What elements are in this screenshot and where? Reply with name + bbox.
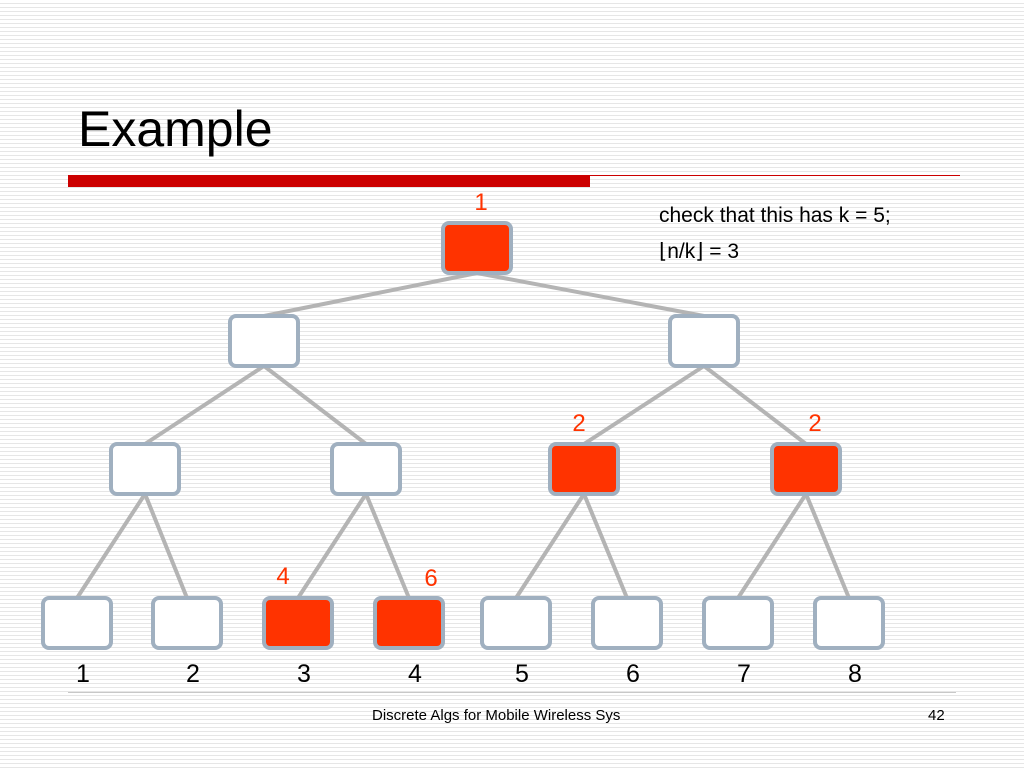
tree-node-l1-a [228, 314, 300, 368]
node-count-label-leaf-3: 4 [276, 563, 289, 590]
tree-edges [75, 271, 851, 600]
tree-node-leaf-3 [262, 596, 334, 650]
tree-labels: 1 2 2 1 2 4 3 6 4 5 6 7 8 [76, 189, 862, 688]
slide-title: Example [78, 101, 273, 157]
tree-edge-root-l1-b [476, 271, 705, 318]
tree-edge-l1-b-l2-c [582, 364, 706, 446]
tree-node-leaf-2 [151, 596, 223, 650]
node-count-label-l2-c: 2 [572, 410, 585, 437]
title-underline-thin [590, 175, 960, 176]
tree-node-l2-c [548, 442, 620, 496]
leaf-number-7: 7 [737, 660, 751, 688]
node-count-label-leaf-4: 6 [424, 565, 437, 592]
tree-edge-l1-a-l2-b [262, 364, 368, 446]
node-count-label-l2-d: 2 [808, 410, 821, 437]
leaf-number-4: 4 [408, 660, 422, 688]
title-underline-thick [68, 175, 590, 187]
note-line-1: check that this has k = 5; [659, 204, 891, 227]
tree-node-leaf-7 [702, 596, 774, 650]
tree-edge-l2-a-leaf-2 [143, 493, 189, 599]
tree-edge-l2-d-leaf-8 [804, 493, 851, 599]
binary-tree-diagram: 1 2 2 1 2 4 3 6 4 5 6 7 8 [41, 189, 885, 688]
floor-left-symbol: ⌊ [659, 240, 668, 263]
note-line-2: ⌊n/k⌋ = 3 [659, 241, 739, 262]
tree-edge-root-l1-a [263, 271, 478, 318]
floor-expression: n/k [667, 240, 696, 263]
tree-nodes [41, 221, 885, 650]
tree-node-leaf-5 [480, 596, 552, 650]
leaf-number-1: 1 [76, 660, 90, 688]
tree-edge-l1-a-l2-a [143, 364, 266, 446]
tree-node-root [441, 221, 513, 275]
tree-node-leaf-4 [373, 596, 445, 650]
page-number: 42 [928, 707, 945, 724]
footer-rule [68, 692, 956, 693]
tree-node-leaf-1 [41, 596, 113, 650]
tree-edge-l2-b-leaf-3 [296, 492, 368, 600]
tree-node-l2-a [109, 442, 181, 496]
leaf-number-2: 2 [186, 660, 200, 688]
tree-edge-l2-c-leaf-5 [514, 492, 586, 600]
tree-edge-l1-b-l2-d [702, 364, 808, 446]
footer-text: Discrete Algs for Mobile Wireless Sys [372, 707, 621, 724]
leaf-number-5: 5 [515, 660, 529, 688]
tree-edge-l2-d-leaf-7 [736, 492, 808, 600]
tree-edge-l2-b-leaf-4 [364, 493, 411, 599]
tree-edge-l2-c-leaf-6 [582, 493, 629, 599]
tree-node-leaf-6 [591, 596, 663, 650]
leaf-number-6: 6 [626, 660, 640, 688]
floor-result: = 3 [703, 240, 740, 263]
node-count-label-root: 1 [474, 189, 487, 216]
tree-node-l2-d [770, 442, 842, 496]
tree-node-leaf-8 [813, 596, 885, 650]
leaf-number-3: 3 [297, 660, 311, 688]
tree-node-l2-b [330, 442, 402, 496]
floor-right-symbol: ⌋ [695, 240, 704, 263]
tree-node-l1-b [668, 314, 740, 368]
tree-edge-l2-a-leaf-1 [75, 492, 147, 600]
leaf-number-8: 8 [848, 660, 862, 688]
